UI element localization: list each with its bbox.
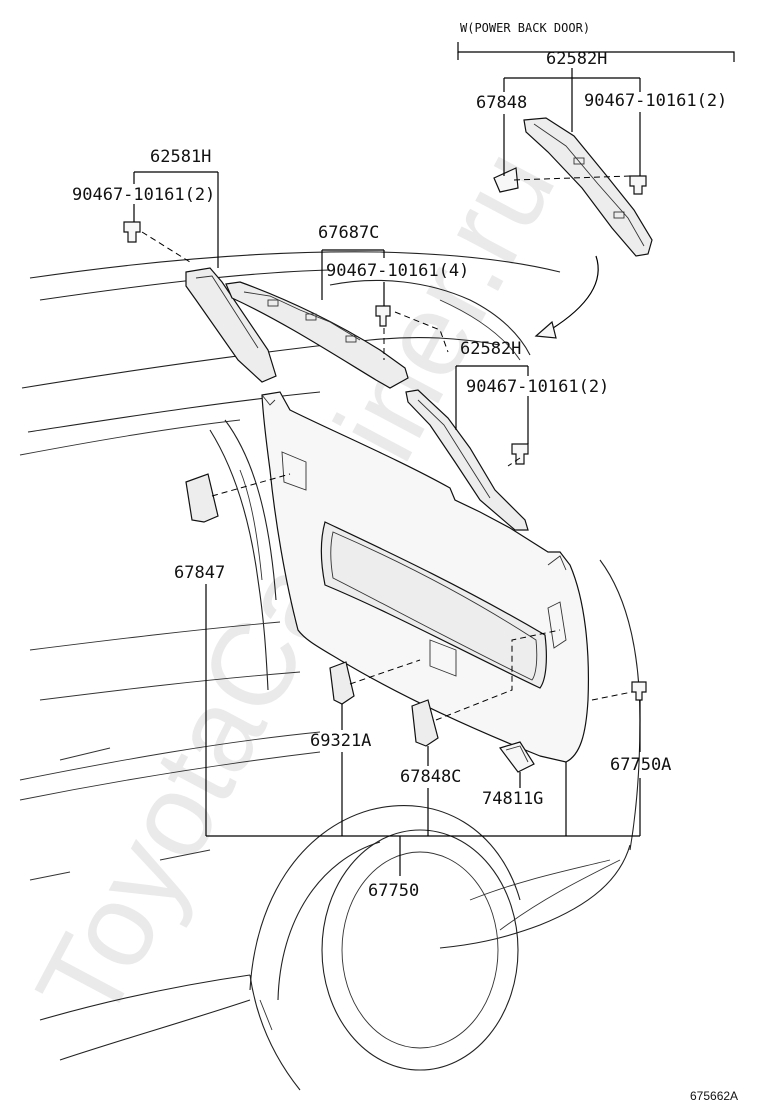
part-label-62581H: 62581H bbox=[150, 147, 211, 167]
assembly-guide-lines bbox=[141, 175, 633, 721]
part-label-62582H-top: 62582H bbox=[546, 49, 607, 69]
part-label-67750: 67750 bbox=[368, 881, 419, 901]
arrow-icon bbox=[534, 255, 599, 339]
clip-icon bbox=[629, 175, 647, 195]
part-label-90467-center: 90467-10161(4) bbox=[326, 261, 469, 281]
part-label-67848C: 67848C bbox=[400, 767, 461, 787]
part-label-62582H-mid: 62582H bbox=[460, 339, 521, 359]
part-label-67750A: 67750A bbox=[610, 755, 671, 775]
clip-icon bbox=[631, 681, 647, 701]
cover-67848 bbox=[493, 167, 519, 193]
diagram-reference-number: 675662A bbox=[690, 1089, 738, 1103]
leader-lines bbox=[133, 42, 735, 876]
part-label-90467-mid: 90467-10161(2) bbox=[466, 377, 609, 397]
upper-back-door-garnish bbox=[225, 281, 409, 389]
part-label-90467-left: 90467-10161(2) bbox=[72, 185, 215, 205]
cover-69321A bbox=[329, 661, 355, 705]
back-door-trim-board bbox=[261, 391, 590, 763]
part-label-67848: 67848 bbox=[476, 93, 527, 113]
clip-icon bbox=[375, 305, 391, 327]
part-label-90467-top-right: 90467-10161(2) bbox=[584, 91, 727, 111]
pillar-garnish-left bbox=[185, 267, 277, 383]
pillar-garnish-right bbox=[405, 389, 529, 531]
part-label-74811G: 74811G bbox=[482, 789, 543, 809]
group-label-power-back-door: W(POWER BACK DOOR) bbox=[460, 21, 590, 35]
handle-74811G bbox=[499, 741, 535, 773]
clip-icon bbox=[123, 221, 141, 243]
part-label-67847: 67847 bbox=[174, 563, 225, 583]
part-label-67687C: 67687C bbox=[318, 223, 379, 243]
cover-67848C bbox=[411, 699, 439, 747]
vehicle-body-outline bbox=[19, 251, 641, 1091]
clip-icon bbox=[511, 443, 529, 465]
part-label-69321A: 69321A bbox=[310, 731, 371, 751]
cover-67847 bbox=[185, 473, 219, 523]
pillar-garnish-power-door bbox=[523, 117, 653, 257]
